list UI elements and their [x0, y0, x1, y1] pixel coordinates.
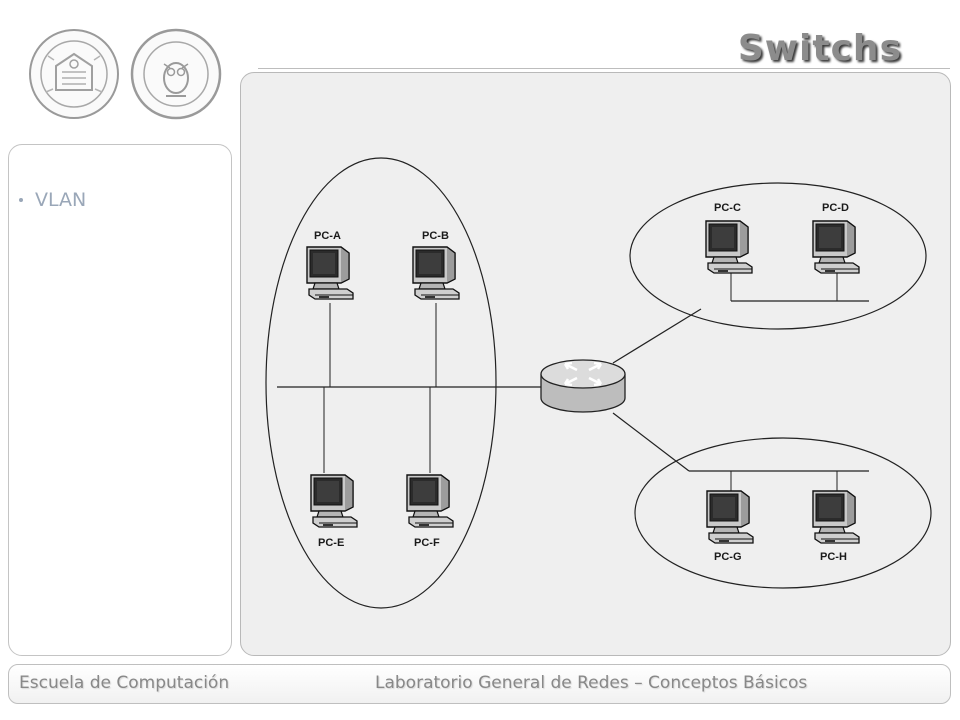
pc-f: PC-F	[406, 474, 454, 549]
footer-school: Escuela de Computación	[19, 673, 230, 693]
computer-icon	[412, 246, 460, 300]
pc-e: PC-E	[310, 474, 358, 549]
pc-b-label: PC-B	[422, 230, 449, 242]
pc-d: PC-D	[812, 202, 860, 274]
footer-course: Laboratorio General de Redes – Conceptos…	[375, 673, 808, 693]
vlan-network-diagram: PC-A PC-B PC-C PC-D PC-E PC-F PC-G	[265, 157, 932, 609]
title-divider	[258, 68, 950, 69]
pc-a-label: PC-A	[314, 230, 341, 242]
pc-c: PC-C	[705, 202, 753, 274]
vlan-group-top-right	[629, 182, 927, 330]
pc-a: PC-A	[306, 230, 354, 300]
computer-icon	[812, 220, 860, 274]
vlan-group-left	[265, 157, 497, 609]
vlan-group-bottom-right	[634, 437, 932, 589]
pc-g: PC-G	[706, 490, 754, 563]
pc-c-label: PC-C	[714, 202, 741, 214]
router-icon	[540, 359, 626, 413]
computer-icon	[310, 474, 358, 528]
pc-g-label: PC-G	[714, 551, 742, 563]
diagram-panel: PC-A PC-B PC-C PC-D PC-E PC-F PC-G	[240, 72, 951, 656]
bullet-item: VLAN	[19, 189, 86, 211]
bullet-panel: VLAN	[8, 144, 232, 656]
footer-bar: Escuela de Computación Laboratorio Gener…	[8, 664, 951, 704]
computer-icon	[706, 490, 754, 544]
university-seal-icon	[29, 29, 119, 119]
pc-e-label: PC-E	[318, 537, 344, 549]
faculty-of-sciences-seal-icon	[130, 28, 222, 120]
pc-h-label: PC-H	[820, 551, 847, 563]
pc-b: PC-B	[412, 230, 460, 300]
pc-f-label: PC-F	[414, 537, 440, 549]
computer-icon	[705, 220, 753, 274]
bullet-text: VLAN	[35, 189, 87, 211]
computer-icon	[406, 474, 454, 528]
bullet-dot-icon	[19, 198, 23, 202]
computer-icon	[306, 246, 354, 300]
computer-icon	[812, 490, 860, 544]
slide-title: Switchs	[737, 28, 902, 69]
pc-d-label: PC-D	[822, 202, 849, 214]
pc-h: PC-H	[812, 490, 860, 563]
